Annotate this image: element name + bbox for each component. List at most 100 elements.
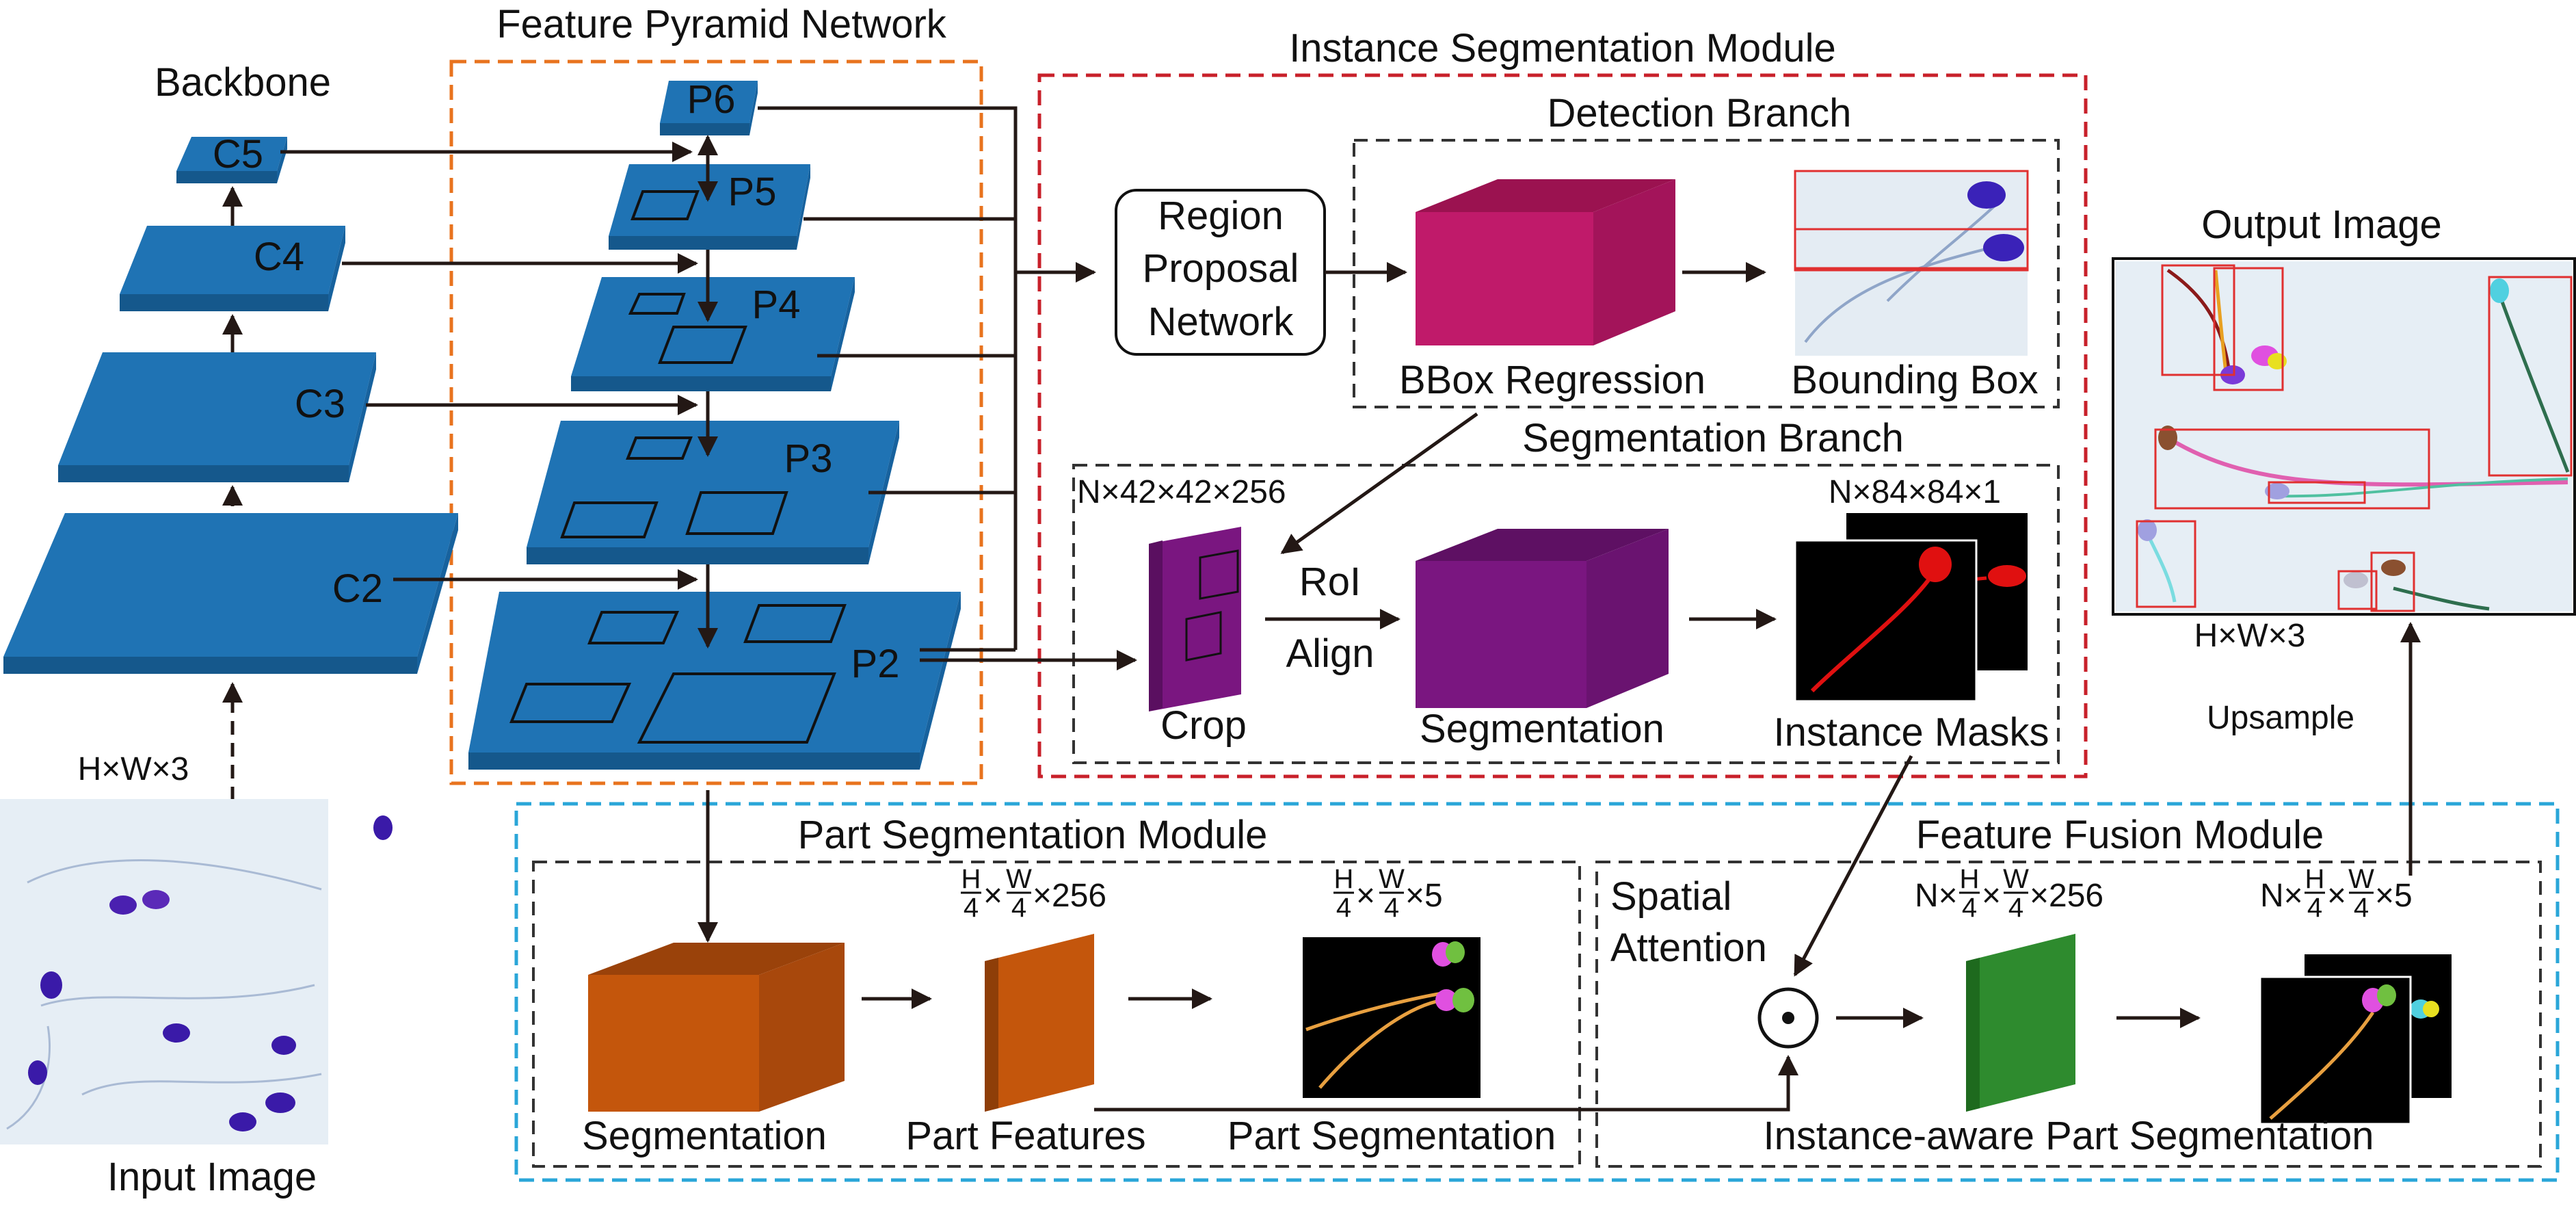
bbox-regression-cube — [1416, 179, 1675, 345]
psm-title: Part Segmentation Module — [798, 813, 1268, 857]
svg-text:4: 4 — [1962, 893, 1977, 923]
svg-text:×256: ×256 — [1033, 878, 1106, 914]
p3-label: P3 — [784, 436, 833, 481]
svg-text:W: W — [1379, 864, 1405, 894]
svg-text:W: W — [1006, 864, 1032, 894]
svg-text:4: 4 — [2354, 893, 2369, 923]
backbone-layer-c3 — [58, 352, 376, 482]
fpn-layer-p4 — [571, 277, 855, 391]
fpn-border — [449, 60, 983, 785]
part-features-dims: H 4 × W 4 ×256 — [961, 864, 1106, 923]
output-dims: H×W×3 — [2194, 618, 2306, 654]
ffm-inner-border — [1595, 861, 2542, 1168]
rpn-line-3: Network — [1148, 300, 1294, 344]
p4-label: P4 — [752, 283, 801, 327]
svg-text:N×: N× — [1915, 878, 1958, 914]
backbone-layer-c4 — [120, 226, 345, 311]
part-seg-image — [1303, 937, 1480, 1098]
fusion-seg-dims: N× H 4 × W 4 ×5 — [2260, 864, 2413, 923]
part-features-label: Part Features — [905, 1114, 1145, 1158]
backbone-title: Backbone — [155, 60, 331, 105]
ffm-title: Feature Fusion Module — [1916, 813, 2324, 857]
ism-border — [1037, 73, 2088, 778]
c4-label: C4 — [254, 235, 304, 279]
svg-text:4: 4 — [1336, 893, 1351, 923]
svg-text:H: H — [1960, 864, 1980, 894]
svg-text:N×: N× — [2260, 878, 2303, 914]
output-image — [2112, 257, 2576, 616]
instance-masks-image — [1794, 513, 2028, 703]
fpn-layer-p3 — [527, 421, 899, 564]
odot-operator — [1757, 987, 1819, 1049]
arrow-features-to-odot — [1094, 1055, 1798, 1112]
psm-inner-border — [532, 861, 1581, 1168]
arrow-masks-to-attention — [1793, 755, 1913, 977]
svg-text:×: × — [1356, 878, 1375, 914]
backbone-layer-c5 — [176, 137, 287, 183]
fpn-to-rpn-connectors — [758, 106, 1096, 652]
fusion-feature-block — [1966, 934, 2075, 1112]
spatial-label: Spatial — [1610, 874, 1731, 919]
fpn-layer-p6 — [660, 81, 758, 135]
instance-aware-label: Instance-aware Part Segmentation — [1763, 1114, 2374, 1158]
svg-text:W: W — [2348, 864, 2374, 894]
svg-text:4: 4 — [1011, 893, 1026, 923]
segmentation-branch-border — [1072, 464, 2060, 764]
svg-text:H: H — [2305, 864, 2325, 894]
input-image — [0, 799, 393, 1144]
p5-label: P5 — [728, 170, 777, 214]
backbone-layer-c2 — [3, 513, 458, 674]
part-seg-dims: H 4 × W 4 ×5 — [1333, 864, 1443, 923]
detection-branch-border — [1353, 139, 2060, 408]
fpn-layer-p2 — [468, 592, 961, 770]
segmentation-label: Segmentation — [1420, 707, 1664, 751]
input-image-label: Input Image — [107, 1155, 317, 1199]
p6-label: P6 — [687, 77, 736, 122]
svg-text:×5: ×5 — [2375, 878, 2413, 914]
instance-aware-seg-image — [2259, 954, 2452, 1125]
svg-text:W: W — [2003, 864, 2029, 894]
align-label: Align — [1286, 631, 1375, 676]
svg-text:4: 4 — [964, 893, 979, 923]
c2-label: C2 — [332, 566, 383, 611]
segmentation-branch-title: Segmentation Branch — [1522, 416, 1904, 460]
detection-title: Detection Branch — [1548, 91, 1852, 135]
output-image-label: Output Image — [2201, 202, 2441, 247]
fusion-feat-dims: N× H 4 × W 4 ×256 — [1915, 864, 2103, 923]
part-seg-label: Part Segmentation — [1227, 1114, 1556, 1158]
segmentation-cube — [1416, 529, 1669, 708]
part-features-block — [985, 934, 1094, 1112]
svg-text:H: H — [1334, 864, 1354, 894]
arrow-bbox-to-crop — [1280, 412, 1478, 555]
psm-segmentation-label: Segmentation — [582, 1114, 827, 1158]
p2-label: P2 — [851, 642, 900, 686]
rpn-line-1: Region — [1158, 194, 1284, 238]
crop-label: Crop — [1160, 703, 1247, 748]
svg-text:4: 4 — [1384, 893, 1399, 923]
bounding-box-image — [1794, 170, 2029, 356]
fpn-title: Feature Pyramid Network — [496, 2, 947, 47]
svg-text:H: H — [961, 864, 981, 894]
svg-text:×: × — [1982, 878, 2001, 914]
svg-text:×: × — [2327, 878, 2346, 914]
instance-masks-label: Instance Masks — [1774, 710, 2049, 755]
bbox-regression-label: BBox Regression — [1399, 358, 1705, 402]
psm-segmentation-cube — [588, 943, 845, 1112]
upsample-label: Upsample — [2207, 700, 2354, 736]
input-dims: H×W×3 — [78, 751, 189, 787]
svg-text:4: 4 — [2008, 893, 2023, 923]
mask-dims: N×84×84×1 — [1829, 474, 2001, 510]
svg-text:×: × — [983, 878, 1002, 914]
crop-dims: N×42×42×256 — [1077, 474, 1286, 510]
rpn-line-2: Proposal — [1143, 246, 1299, 291]
svg-text:×5: ×5 — [1405, 878, 1443, 914]
ism-title: Instance Segmentation Module — [1289, 26, 1836, 70]
svg-text:4: 4 — [2307, 893, 2322, 923]
crop-feature — [1149, 527, 1241, 711]
roi-label: RoI — [1299, 560, 1361, 604]
attention-label: Attention — [1610, 926, 1767, 970]
anchor-boxes — [509, 190, 847, 744]
bounding-box-label: Bounding Box — [1791, 358, 2038, 402]
c5-label: C5 — [213, 132, 263, 176]
